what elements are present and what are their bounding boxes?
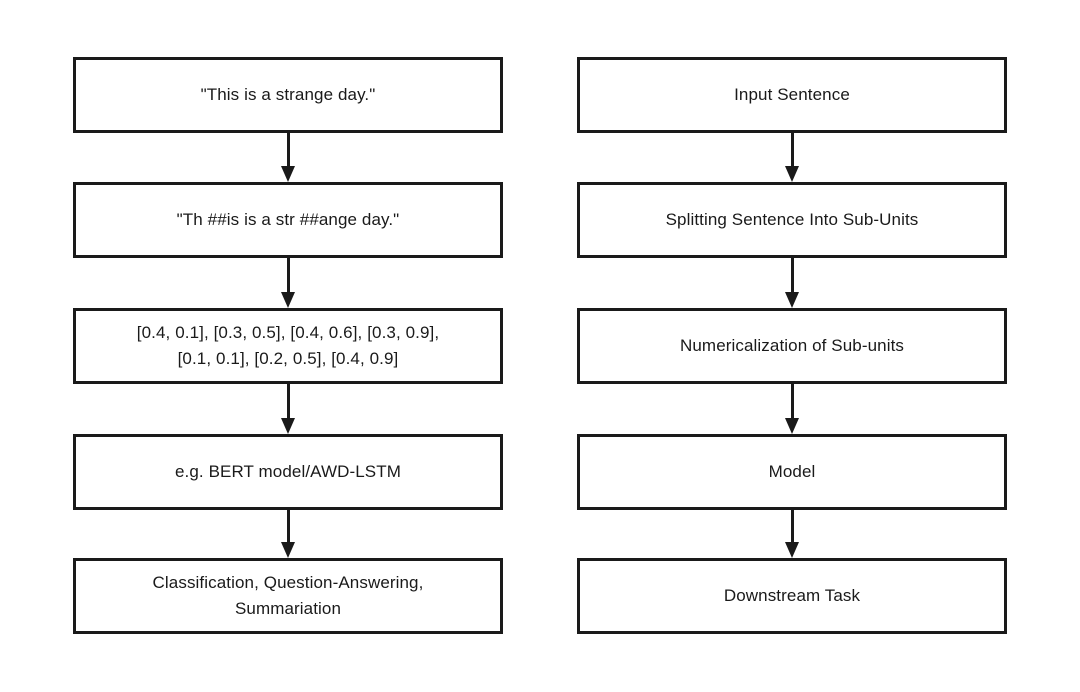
arrow-shaft (790, 133, 794, 169)
example-node-input-sentence-label: "This is a strange day." (200, 85, 376, 104)
stage-node-splitting-label: Splitting Sentence Into Sub-Units (665, 210, 919, 229)
stage-node-model[interactable]: Model (577, 434, 1007, 510)
arrow-example-2-to-3 (275, 258, 301, 308)
arrow-head-down-icon (785, 166, 799, 182)
arrow-head-down-icon (281, 166, 295, 182)
example-node-subunits-label: "Th ##is is a str ##ange day." (176, 210, 400, 229)
example-node-downstream-task-label: Classification, Question-Answering, Summ… (152, 573, 424, 618)
arrow-head-down-icon (281, 542, 295, 558)
arrow-head-down-icon (785, 418, 799, 434)
arrow-head-down-icon (785, 292, 799, 308)
arrow-example-1-to-2 (275, 133, 301, 182)
arrow-head-down-icon (281, 418, 295, 434)
stage-node-numericalization-label: Numericalization of Sub-units (680, 336, 904, 355)
concrete-example-column: "This is a strange day." "Th ##is is a s… (73, 0, 503, 692)
stage-node-downstream-task-label: Downstream Task (723, 586, 861, 605)
stage-node-downstream-task[interactable]: Downstream Task (577, 558, 1007, 634)
pipeline-stage-column: Input Sentence Splitting Sentence Into S… (577, 0, 1007, 692)
arrow-head-down-icon (281, 292, 295, 308)
arrow-stage-2-to-3 (779, 258, 805, 308)
arrow-shaft (286, 133, 290, 169)
stage-node-input-sentence[interactable]: Input Sentence (577, 57, 1007, 133)
stage-node-model-label: Model (768, 462, 816, 481)
example-node-numericalization[interactable]: [0.4, 0.1], [0.3, 0.5], [0.4, 0.6], [0.3… (73, 308, 503, 384)
arrow-stage-1-to-2 (779, 133, 805, 182)
example-node-downstream-task[interactable]: Classification, Question-Answering, Summ… (73, 558, 503, 634)
example-node-numericalization-label: [0.4, 0.1], [0.3, 0.5], [0.4, 0.6], [0.3… (136, 323, 440, 368)
arrow-shaft (286, 384, 290, 420)
stage-node-numericalization[interactable]: Numericalization of Sub-units (577, 308, 1007, 384)
stage-node-splitting[interactable]: Splitting Sentence Into Sub-Units (577, 182, 1007, 258)
example-node-model-label: e.g. BERT model/AWD-LSTM (175, 462, 401, 481)
stage-node-input-sentence-label: Input Sentence (734, 85, 850, 104)
arrow-example-3-to-4 (275, 384, 301, 434)
example-node-input-sentence[interactable]: "This is a strange day." (73, 57, 503, 133)
arrow-shaft (790, 258, 794, 294)
arrow-stage-3-to-4 (779, 384, 805, 434)
arrow-head-down-icon (785, 542, 799, 558)
arrow-shaft (790, 510, 794, 544)
arrow-shaft (790, 384, 794, 420)
example-node-model[interactable]: e.g. BERT model/AWD-LSTM (73, 434, 503, 510)
arrow-shaft (286, 258, 290, 294)
arrow-stage-4-to-5 (779, 510, 805, 558)
arrow-shaft (286, 510, 290, 544)
example-node-subunits[interactable]: "Th ##is is a str ##ange day." (73, 182, 503, 258)
arrow-example-4-to-5 (275, 510, 301, 558)
